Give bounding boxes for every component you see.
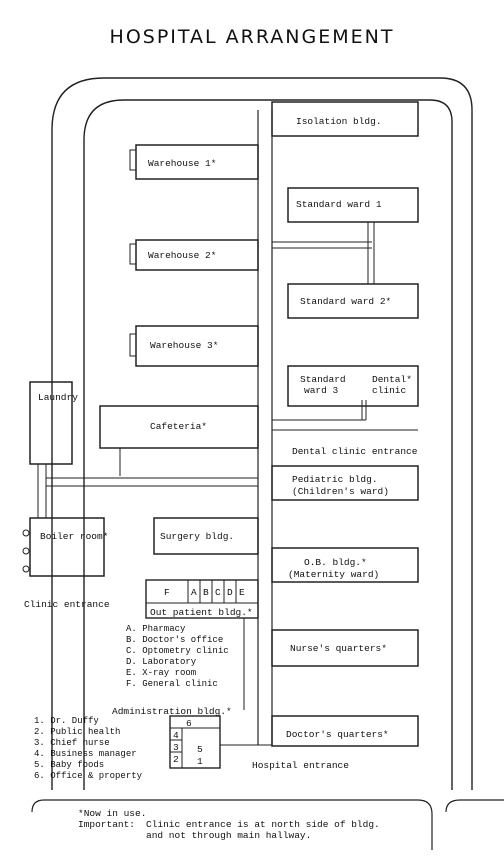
note-important-label: Important: <box>78 819 136 830</box>
note-now-in-use: *Now in use. <box>78 808 147 819</box>
standard-ward-3 <box>287 365 419 407</box>
laundry-label: Laundry <box>38 392 78 403</box>
administration-label: Administration bldg.* <box>112 706 232 717</box>
admin-legend-item: 2. Public health <box>34 727 121 737</box>
warehouse-2-label: Warehouse 2* <box>148 250 217 261</box>
admin-legend-item: 3. Chief nurse <box>34 738 110 748</box>
admin-section-3: 3 <box>173 742 179 753</box>
outpatient-legend-item: F. General clinic <box>126 679 218 689</box>
pediatric-label-b: (Children's ward) <box>292 486 389 497</box>
admin-section-4: 4 <box>173 730 179 741</box>
cafeteria-bldg <box>99 405 259 449</box>
hospital-entrance-label: Hospital entrance <box>252 760 349 771</box>
admin-legend-item: 6. Office & property <box>34 771 143 781</box>
note-important-line1: Clinic entrance is at north side of bldg… <box>146 819 380 830</box>
outpatient-section-e: E <box>239 587 245 598</box>
standard-ward-2 <box>287 283 419 319</box>
cafeteria-label: Cafeteria* <box>150 421 208 432</box>
laundry-bldg <box>29 381 73 465</box>
admin-section-2: 2 <box>173 754 179 765</box>
note-important-line2: and not through main hallway. <box>146 830 312 841</box>
standard-ward-1-label: Standard ward 1 <box>296 199 382 210</box>
outpatient-section-c: C <box>215 587 221 598</box>
admin-section-6: 6 <box>186 718 192 729</box>
doctors-quarters-label: Doctor's quarters* <box>286 729 389 740</box>
ob-bldg <box>271 547 419 583</box>
diagram-title: HOSPITAL ARRANGEMENT <box>109 26 395 48</box>
doctors-quarters <box>271 715 419 747</box>
admin-legend-item: 1. Dr. Duffy <box>34 716 99 726</box>
isolation-bldg <box>271 101 419 137</box>
isolation-bldg-label: Isolation bldg. <box>296 116 382 127</box>
boiler-room-label: Boiler room* <box>40 531 109 542</box>
dental-clinic-label-a: Dental* <box>372 374 412 385</box>
admin-legend-item: 4. Business manager <box>34 749 137 759</box>
road-outer <box>51 77 473 790</box>
clinic-entrance-label: Clinic entrance <box>24 599 110 610</box>
surgery-label: Surgery bldg. <box>160 531 235 542</box>
ob-label-a: O.B. bldg.* <box>304 557 367 568</box>
boiler-room <box>29 517 105 577</box>
admin-section-5: 5 <box>197 744 203 755</box>
admin-section-1: 1 <box>197 756 203 767</box>
warehouse-3-label: Warehouse 3* <box>150 340 219 351</box>
admin-legend: 1. Dr. Duffy 2. Public health 3. Chief n… <box>34 716 142 782</box>
admin-legend-item: 5. Baby foods <box>34 760 105 770</box>
warehouse-1-label: Warehouse 1* <box>148 158 217 169</box>
pediatric-bldg <box>271 465 419 501</box>
outpatient-legend-item: A. Pharmacy <box>126 624 186 634</box>
standard-ward-2-label: Standard ward 2* <box>300 296 392 307</box>
ob-label-b: (Maternity ward) <box>288 569 380 580</box>
outpatient-section-d: D <box>227 587 233 598</box>
standard-ward-3-label-a: Standard <box>300 374 346 385</box>
outpatient-section-b: B <box>203 587 209 598</box>
outpatient-legend-item: C. Optometry clinic <box>126 646 229 656</box>
outpatient-legend-item: D. Laboratory <box>126 657 197 667</box>
nurses-quarters-label: Nurse's quarters* <box>290 643 387 654</box>
nurses-quarters <box>271 629 419 667</box>
outpatient-legend-item: B. Doctor's office <box>126 635 224 645</box>
notes-box <box>31 799 433 850</box>
outpatient-legend: A. Pharmacy B. Doctor's office C. Optome… <box>126 624 229 690</box>
surgery-bldg <box>153 517 259 555</box>
dental-clinic-entrance-label: Dental clinic entrance <box>292 446 418 457</box>
standard-ward-3-label-b: ward 3 <box>304 385 339 396</box>
road-inner <box>83 99 453 790</box>
administration-bldg <box>169 715 221 769</box>
outpatient-section-f: F <box>164 587 170 598</box>
outpatient-section-a: A <box>191 587 197 598</box>
outpatient-label: Out patient bldg.* <box>150 607 253 618</box>
standard-ward-1 <box>287 187 419 223</box>
dental-clinic-label-b: clinic <box>372 385 407 396</box>
pediatric-label-a: Pediatric bldg. <box>292 474 378 485</box>
outpatient-bldg <box>145 579 259 619</box>
outpatient-legend-item: E. X-ray room <box>126 668 197 678</box>
